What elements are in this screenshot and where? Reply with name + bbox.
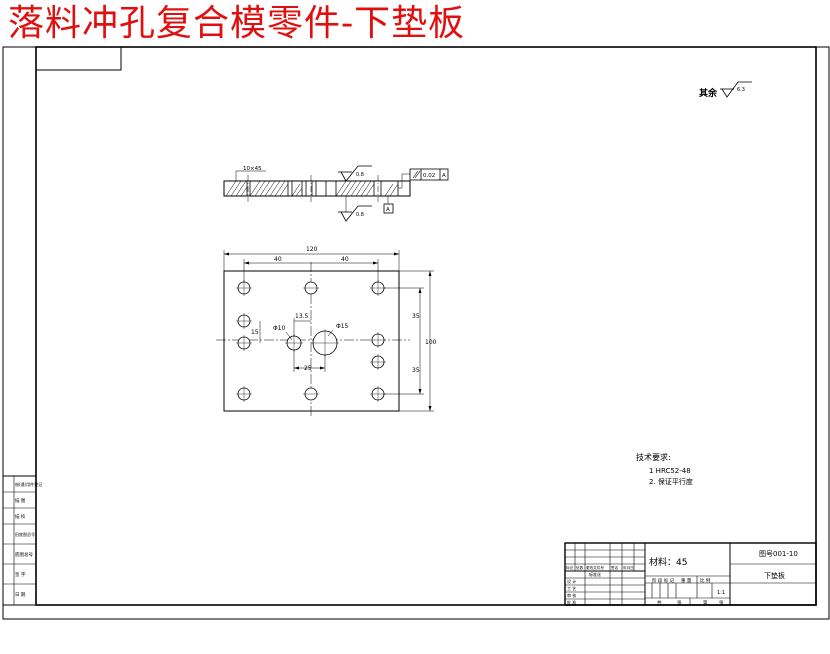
rest-roughness-value: 6.3: [737, 87, 745, 93]
tb-cell-nianyueri: 年月日: [623, 565, 634, 570]
side-cell-3: 描 校: [15, 513, 26, 520]
dim-big-hole: Φ15: [336, 323, 349, 330]
dim-overall-width: 120: [306, 246, 318, 253]
side-cell-2: 描 图: [15, 497, 26, 504]
tech-heading: 技术要求:: [636, 452, 671, 462]
tb-part-name: 下垫板: [764, 571, 785, 580]
rest-roughness-prefix: 其余: [699, 87, 718, 99]
tb-cell-gong: 共: [657, 599, 662, 606]
tb-cell-sheji: 设 计: [567, 578, 576, 584]
side-cell-7: 日 期: [15, 592, 26, 598]
tech-item-2: 2. 保证平行度: [649, 477, 693, 486]
top-roughness-value: 0.8: [356, 172, 364, 178]
side-cell-4: 旧底图总号: [15, 531, 35, 537]
tolerance-value: 0.02: [423, 173, 435, 179]
tb-cell-gongyi: 工 艺: [567, 586, 576, 591]
tech-item-1: 1 HRC52-48: [649, 467, 691, 475]
page-title: 落料冲孔复合模零件-下垫板: [8, 3, 466, 44]
side-column: 借(通)用件登记 描 图 描 校 旧底图总号 底图总号 签 字 日 期: [2, 475, 42, 606]
tb-cell-biaoji: 标记: [566, 565, 574, 570]
dim-spacing-left: 40: [274, 256, 282, 263]
dim-hole-offset: 13.5: [295, 313, 309, 320]
tb-cell-biaozhunhua: 标准化: [589, 571, 601, 577]
tb-cell-gaiwenjianhao: 更改文件号: [586, 565, 604, 570]
side-cell-6: 签 字: [15, 571, 26, 578]
rest-roughness: 其余 6.3: [699, 81, 752, 99]
tb-drawing-no: 图号001-10: [759, 550, 798, 558]
tb-cell-zhang: 张: [677, 599, 682, 606]
chamfer-label: 10×45: [243, 166, 262, 172]
dim-overall-height: 100: [425, 339, 437, 346]
plan-view: 120 40 40 15 13.5 Φ10 Φ15 25 35 35 100: [216, 246, 437, 418]
tb-cell-pizhun: 批 准: [567, 599, 576, 605]
tolerance-datum: A: [442, 173, 446, 179]
side-cell-5: 底图总号: [15, 551, 33, 558]
dim-spacing-right: 40: [341, 256, 349, 263]
dim-right-upper: 35: [412, 313, 420, 320]
dim-small-hole: Φ10: [273, 325, 286, 332]
section-view: 10×45 0.8 0.8 0.02 A A: [223, 165, 449, 222]
tb-cell-jieduan: 阶 段 标 记: [652, 577, 675, 584]
tb-material: 材料：45: [649, 556, 687, 568]
tb-cell-di: 第: [703, 599, 708, 606]
tb-scale: 1:1: [717, 590, 725, 596]
side-cell-1: 借(通)用件登记: [15, 481, 42, 487]
tb-cell-shenhe: 审 核: [567, 592, 576, 598]
reference-box: [35, 46, 122, 71]
tb-cell-qianming: 签名: [611, 565, 619, 570]
bottom-roughness-value: 0.8: [356, 212, 364, 218]
title-block: 标记 处数 更改文件号 签名 年月日 设 计 标准化 工 艺 审 核 批 准 材…: [564, 542, 817, 606]
dim-small-vertical: 15: [251, 329, 259, 336]
tb-cell-bili: 比 例: [700, 577, 711, 584]
dim-right-lower: 35: [412, 367, 420, 374]
datum-label: A: [386, 207, 390, 213]
outer-frame: [2, 46, 830, 620]
inner-frame: [35, 46, 817, 606]
tb-cell-zhongliang: 重 量: [681, 577, 692, 584]
dim-center-spacing: 25: [304, 365, 312, 372]
tb-cell-zhang2: 张: [719, 599, 724, 606]
tech-requirements: 技术要求: 1 HRC52-48 2. 保证平行度: [636, 452, 693, 486]
tb-cell-chushu: 处数: [576, 565, 584, 570]
